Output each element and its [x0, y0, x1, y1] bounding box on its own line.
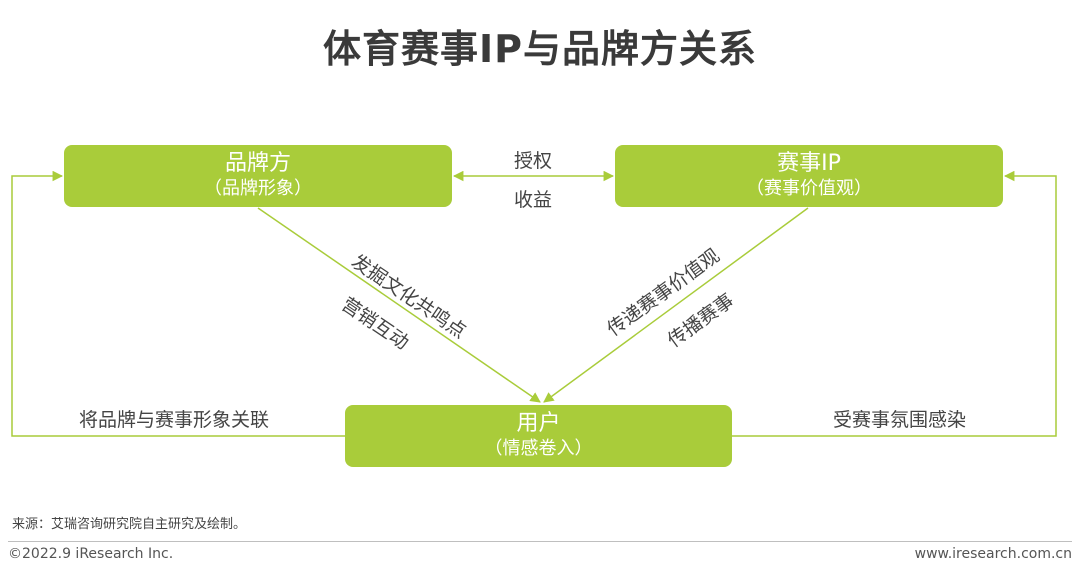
node-ip-label: 赛事IP [777, 151, 841, 176]
arrow-user-brand-loop [11, 170, 345, 437]
footer-divider [8, 541, 1072, 542]
arrow-user-ip-loop [732, 170, 1057, 437]
label-infect: 受赛事氛围感染 [833, 409, 967, 431]
node-brand-sub: （品牌形象） [204, 178, 312, 199]
page-title: 体育赛事IP与品牌方关系 [323, 27, 757, 71]
arrow-ip-user [543, 207, 809, 403]
arrow-brand-user [257, 207, 541, 403]
label-link-brand: 将品牌与赛事形象关联 [79, 409, 270, 431]
site-url: www.iresearch.com.cn [914, 546, 1072, 562]
node-ip: 赛事IP （赛事价值观） [615, 145, 1003, 207]
label-revenue: 收益 [514, 189, 553, 211]
node-user-sub: （情感卷入） [484, 438, 593, 459]
copyright: ©2022.9 iResearch Inc. [8, 546, 174, 562]
node-ip-sub: （赛事价值观） [746, 178, 872, 199]
node-user: 用户 （情感卷入） [345, 405, 732, 467]
node-brand-label: 品牌方 [224, 151, 291, 176]
node-brand: 品牌方 （品牌形象） [64, 145, 452, 207]
node-user-label: 用户 [516, 411, 561, 436]
label-authorize: 授权 [514, 150, 553, 172]
source-note: 来源：艾瑞咨询研究院自主研究及绘制。 [12, 517, 247, 532]
